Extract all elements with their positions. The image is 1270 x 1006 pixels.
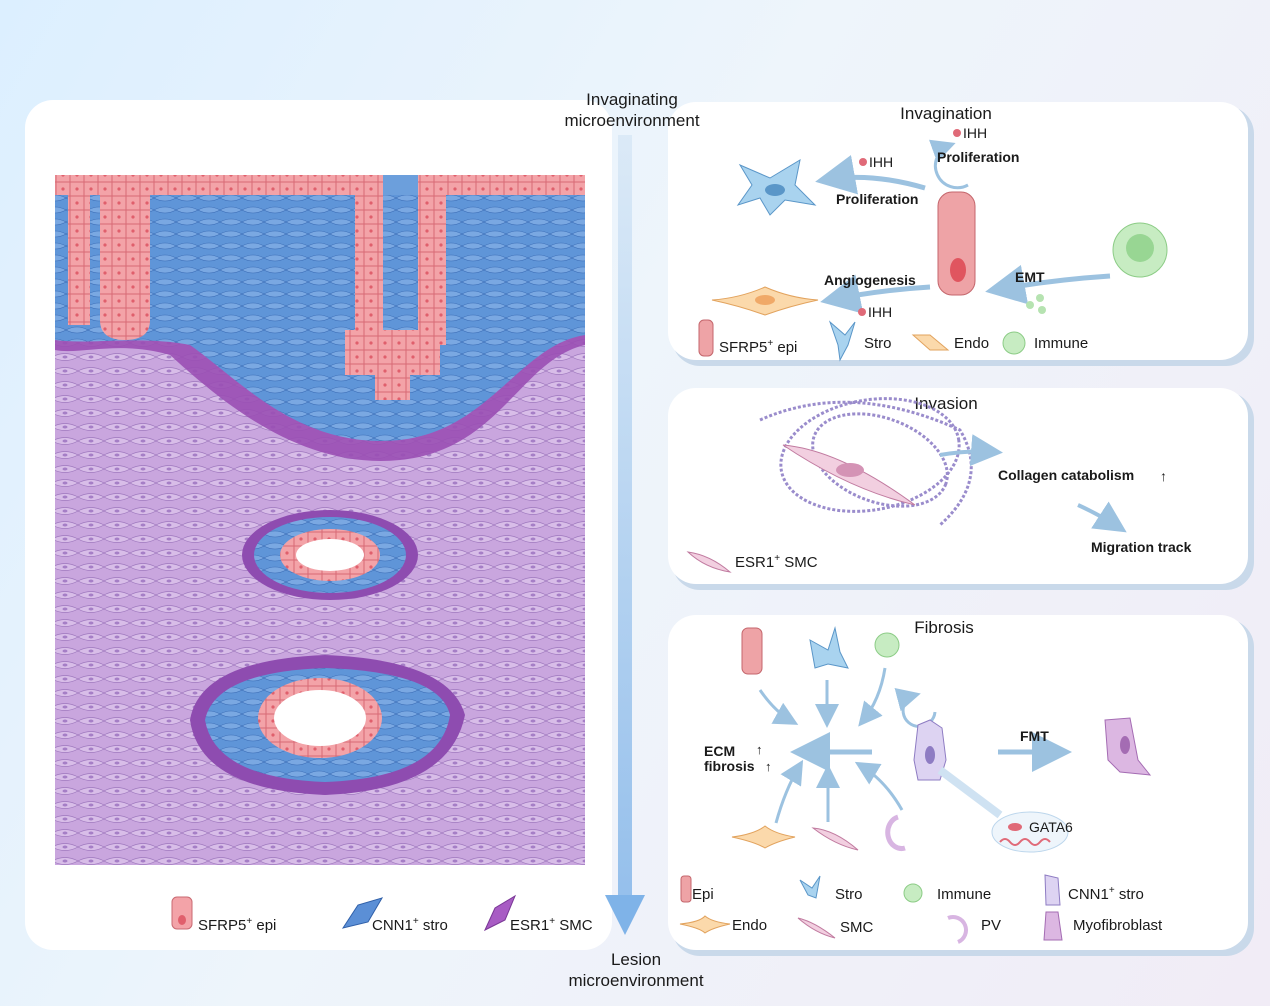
svg-text:ECM: ECM — [704, 743, 735, 759]
smc-cell-icon — [797, 917, 836, 939]
epithelium-crypts — [55, 175, 585, 400]
svg-text:EMT: EMT — [1015, 269, 1045, 285]
fibrosis-legend: Epi Stro Immune CNN1+ stro Endo SMC PV M… — [679, 874, 1163, 944]
endo-cell-icon — [911, 334, 950, 351]
svg-text:Fibrosis: Fibrosis — [914, 618, 974, 637]
svg-text:Stro: Stro — [864, 335, 892, 352]
arrow — [1077, 501, 1127, 533]
svg-text:Epi: Epi — [692, 886, 714, 903]
pv-cell-icon — [947, 915, 968, 944]
endo-cell-icon — [679, 915, 731, 934]
pv-cell — [885, 814, 906, 851]
fibrosis-panel: Fibrosis ECM ↑ fibrosis ↑ FMT GATA6 — [668, 615, 1254, 956]
svg-text:Collagen catabolism: Collagen catabolism — [998, 467, 1134, 483]
svg-text:Angiogenesis: Angiogenesis — [824, 272, 916, 288]
smc-cell-icon — [686, 551, 732, 573]
gland-small — [242, 510, 418, 600]
svg-text:FMT: FMT — [1020, 728, 1049, 744]
converging-arrows — [758, 667, 1072, 824]
svg-text:Proliferation: Proliferation — [836, 191, 918, 207]
microenvironment-axis-labels: Invaginating microenvironment Lesion mic… — [564, 90, 703, 990]
invagination-legend: SFRP5+ epi Stro Endo Immune — [698, 319, 1088, 362]
svg-text:Stro: Stro — [835, 886, 863, 903]
arrow-to-stro — [815, 155, 926, 195]
myofibroblast-cell-icon — [1043, 911, 1063, 941]
legend-cnn1-stro: CNN1+ stro — [341, 897, 448, 934]
endo-cell — [731, 825, 796, 849]
invagination-panel: Invagination IHH Proliferation IHH Proli… — [668, 102, 1254, 366]
self-loop-arrow — [928, 139, 969, 190]
cnn1-stro-cell-icon — [1044, 874, 1061, 906]
gata6-protein-icon — [1008, 823, 1022, 831]
stroma-cell-icon — [799, 875, 821, 899]
svg-text:Invasion: Invasion — [914, 394, 977, 413]
epi-cell-icon — [698, 319, 714, 357]
axis-bottom-label-2: microenvironment — [568, 971, 703, 990]
svg-text:GATA6: GATA6 — [1029, 819, 1073, 835]
axis-bottom-label-1: Lesion — [611, 950, 661, 969]
svg-text:Endo: Endo — [954, 335, 989, 352]
emt-arrow — [985, 264, 1111, 305]
legend-esr1-smc: ESR1+ SMC — [483, 894, 593, 934]
collagen-fibers — [759, 397, 973, 527]
invasion-panel: Invasion Collagen catabolism ↑ Migration… — [668, 388, 1254, 590]
svg-text:fibrosis: fibrosis — [704, 758, 755, 774]
svg-text:ESR1+ SMC: ESR1+ SMC — [735, 553, 818, 571]
up-arrow-icon: ↑ — [765, 759, 772, 774]
svg-text:Proliferation: Proliferation — [937, 149, 1019, 165]
up-arrow-icon: ↑ — [756, 742, 763, 757]
stroma-cell-icon — [828, 320, 856, 362]
left-legend: SFRP5+ epi CNN1+ stro ESR1+ SMC — [171, 894, 593, 934]
svg-text:SMC: SMC — [840, 919, 874, 936]
epi-cell-icon — [680, 875, 692, 903]
arrow — [939, 434, 1003, 467]
stroma-cell-icon — [341, 897, 384, 929]
svg-text:Immune: Immune — [937, 886, 991, 903]
angiogenesis-arrow — [820, 274, 931, 314]
axis-top-label-2: microenvironment — [564, 111, 699, 130]
epi-cell-icon — [171, 896, 193, 930]
dna-icon — [999, 838, 1051, 846]
ihh-molecule-icon — [858, 308, 866, 316]
svg-text:Myofibroblast: Myofibroblast — [1073, 917, 1163, 934]
svg-text:PV: PV — [981, 917, 1001, 934]
tissue-panel: SFRP5+ epi CNN1+ stro ESR1+ SMC — [25, 100, 612, 950]
smc-cell-icon — [483, 894, 517, 932]
svg-text:CNN1+ stro: CNN1+ stro — [372, 916, 448, 934]
immune-cell-icon — [903, 883, 923, 903]
svg-text:Endo: Endo — [732, 917, 767, 934]
legend-sfrp5-epi: SFRP5+ epi — [171, 896, 276, 934]
svg-text:SFRP5+ epi: SFRP5+ epi — [198, 916, 276, 934]
ihh-molecule-icon — [859, 158, 867, 166]
immune-cell — [874, 632, 900, 658]
up-arrow-icon: ↑ — [1160, 468, 1167, 484]
epi-cell — [741, 627, 763, 675]
svg-text:Immune: Immune — [1034, 335, 1088, 352]
svg-text:IHH: IHH — [869, 154, 893, 170]
svg-text:CNN1+ stro: CNN1+ stro — [1068, 885, 1144, 903]
smc-cell — [811, 827, 859, 851]
arrow-down-icon — [605, 895, 645, 935]
stroma-layer — [55, 175, 585, 441]
panel-title: Invagination — [900, 104, 992, 123]
axis-top-label-1: Invaginating — [586, 90, 678, 109]
gland-large — [190, 655, 465, 795]
svg-text:SFRP5+ epi: SFRP5+ epi — [719, 338, 797, 356]
immune-cell-icon — [1002, 331, 1026, 355]
ihh-molecule-icon — [953, 129, 961, 137]
zoom-beam — [937, 766, 1003, 819]
svg-text:IHH: IHH — [963, 125, 987, 141]
microenvironment-axis — [605, 135, 645, 935]
svg-text:IHH: IHH — [868, 304, 892, 320]
svg-text:Migration track: Migration track — [1091, 539, 1192, 555]
stroma-cell — [809, 626, 849, 669]
svg-text:ESR1+ SMC: ESR1+ SMC — [510, 916, 593, 934]
